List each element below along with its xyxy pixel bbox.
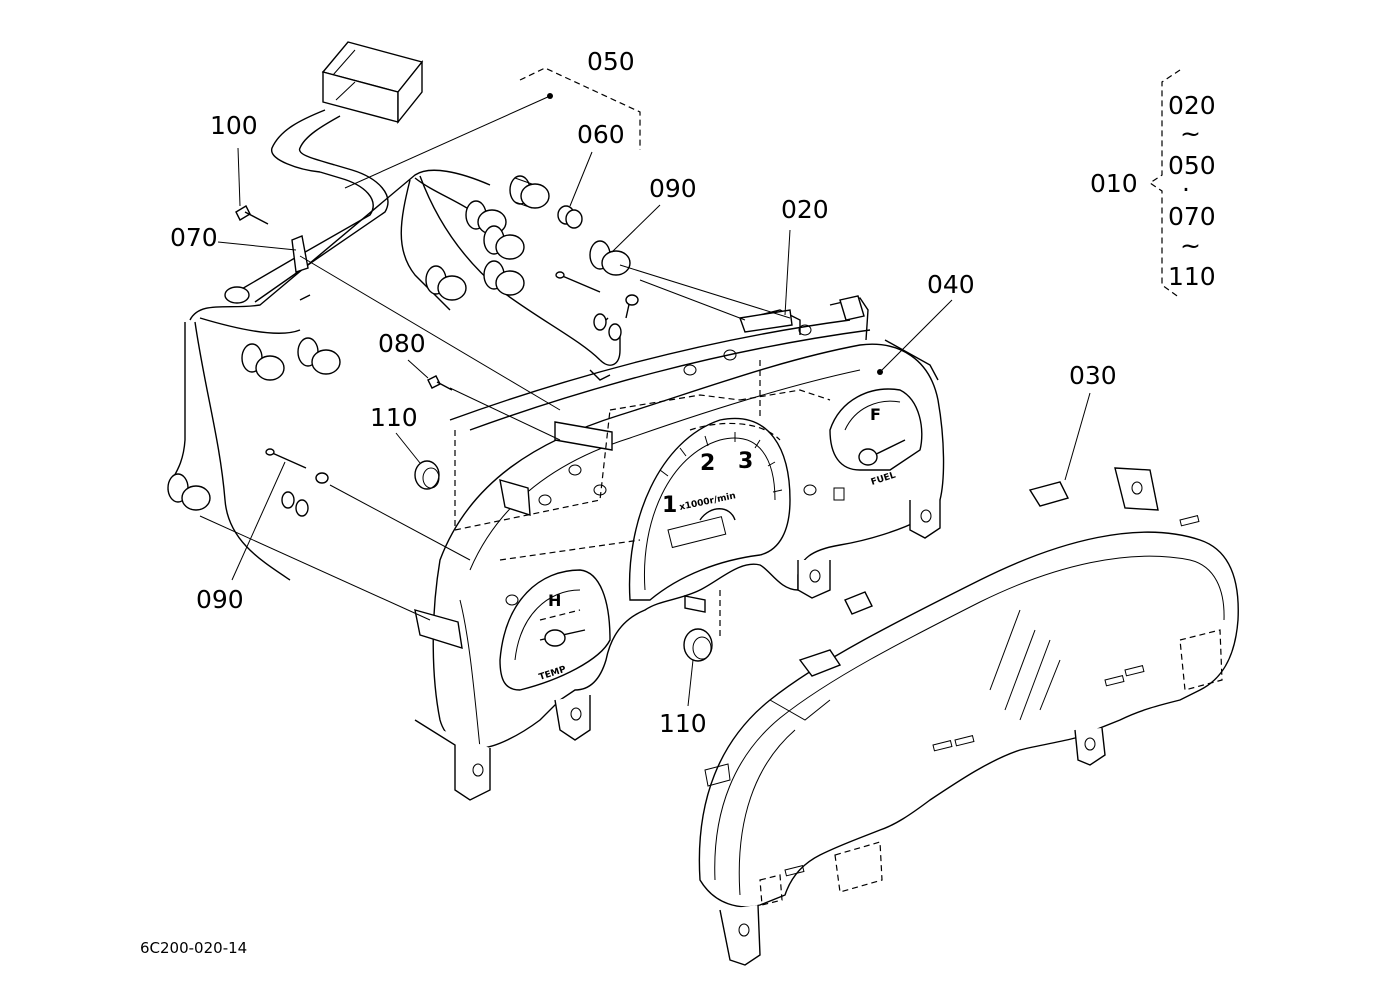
- fuel-full-mark: F: [870, 405, 881, 424]
- assembly-legend: 010 020 ~ 050 · 070 ~ 110: [1090, 69, 1216, 299]
- legend-range-tilde-1: ~: [1180, 119, 1201, 148]
- leader-lines: [199, 67, 1091, 707]
- callout-060: 060: [577, 120, 625, 149]
- callout-070: 070: [170, 223, 218, 252]
- callout-080: 080: [378, 329, 426, 358]
- callout-050: 050: [587, 47, 635, 76]
- callout-090-lower: 090: [196, 585, 244, 614]
- legend-item-070: 070: [1168, 202, 1216, 231]
- callout-100: 100: [210, 111, 258, 140]
- screws-and-terminals: [235, 205, 713, 662]
- callout-090-upper: 090: [649, 174, 697, 203]
- legend-item-020: 020: [1168, 91, 1216, 120]
- panel-hidden-lines: [454, 360, 831, 640]
- bulb-sockets: [167, 175, 631, 511]
- callout-020: 020: [781, 195, 829, 224]
- callout-labels: 050 060 100 090 020 070 040 080 110 030 …: [170, 47, 1117, 738]
- tach-numeral-1: 1: [662, 493, 677, 518]
- drawing-number: 6C200-020-14: [140, 939, 247, 957]
- callout-030: 030: [1069, 361, 1117, 390]
- hour-meter-window: [667, 516, 727, 549]
- callout-110-lower: 110: [659, 709, 707, 738]
- legend-parent-010: 010: [1090, 169, 1138, 198]
- fuel-pump-symbol: [833, 487, 845, 501]
- lens-cover: [698, 467, 1239, 966]
- instrument-panel-body: TEMP H 1 2 3 x1000r/min FUEL F: [414, 295, 945, 801]
- legend-item-050: 050: [1168, 151, 1216, 180]
- legend-separator-dot: ·: [1182, 175, 1190, 204]
- legend-item-110: 110: [1168, 262, 1216, 291]
- tach-numeral-2: 2: [700, 451, 715, 476]
- callout-040: 040: [927, 270, 975, 299]
- wire-harness: [167, 41, 621, 581]
- temp-hot-mark: H: [548, 591, 561, 610]
- callout-110-upper: 110: [370, 403, 418, 432]
- legend-range-tilde-2: ~: [1180, 231, 1201, 260]
- tach-numeral-3: 3: [738, 449, 753, 474]
